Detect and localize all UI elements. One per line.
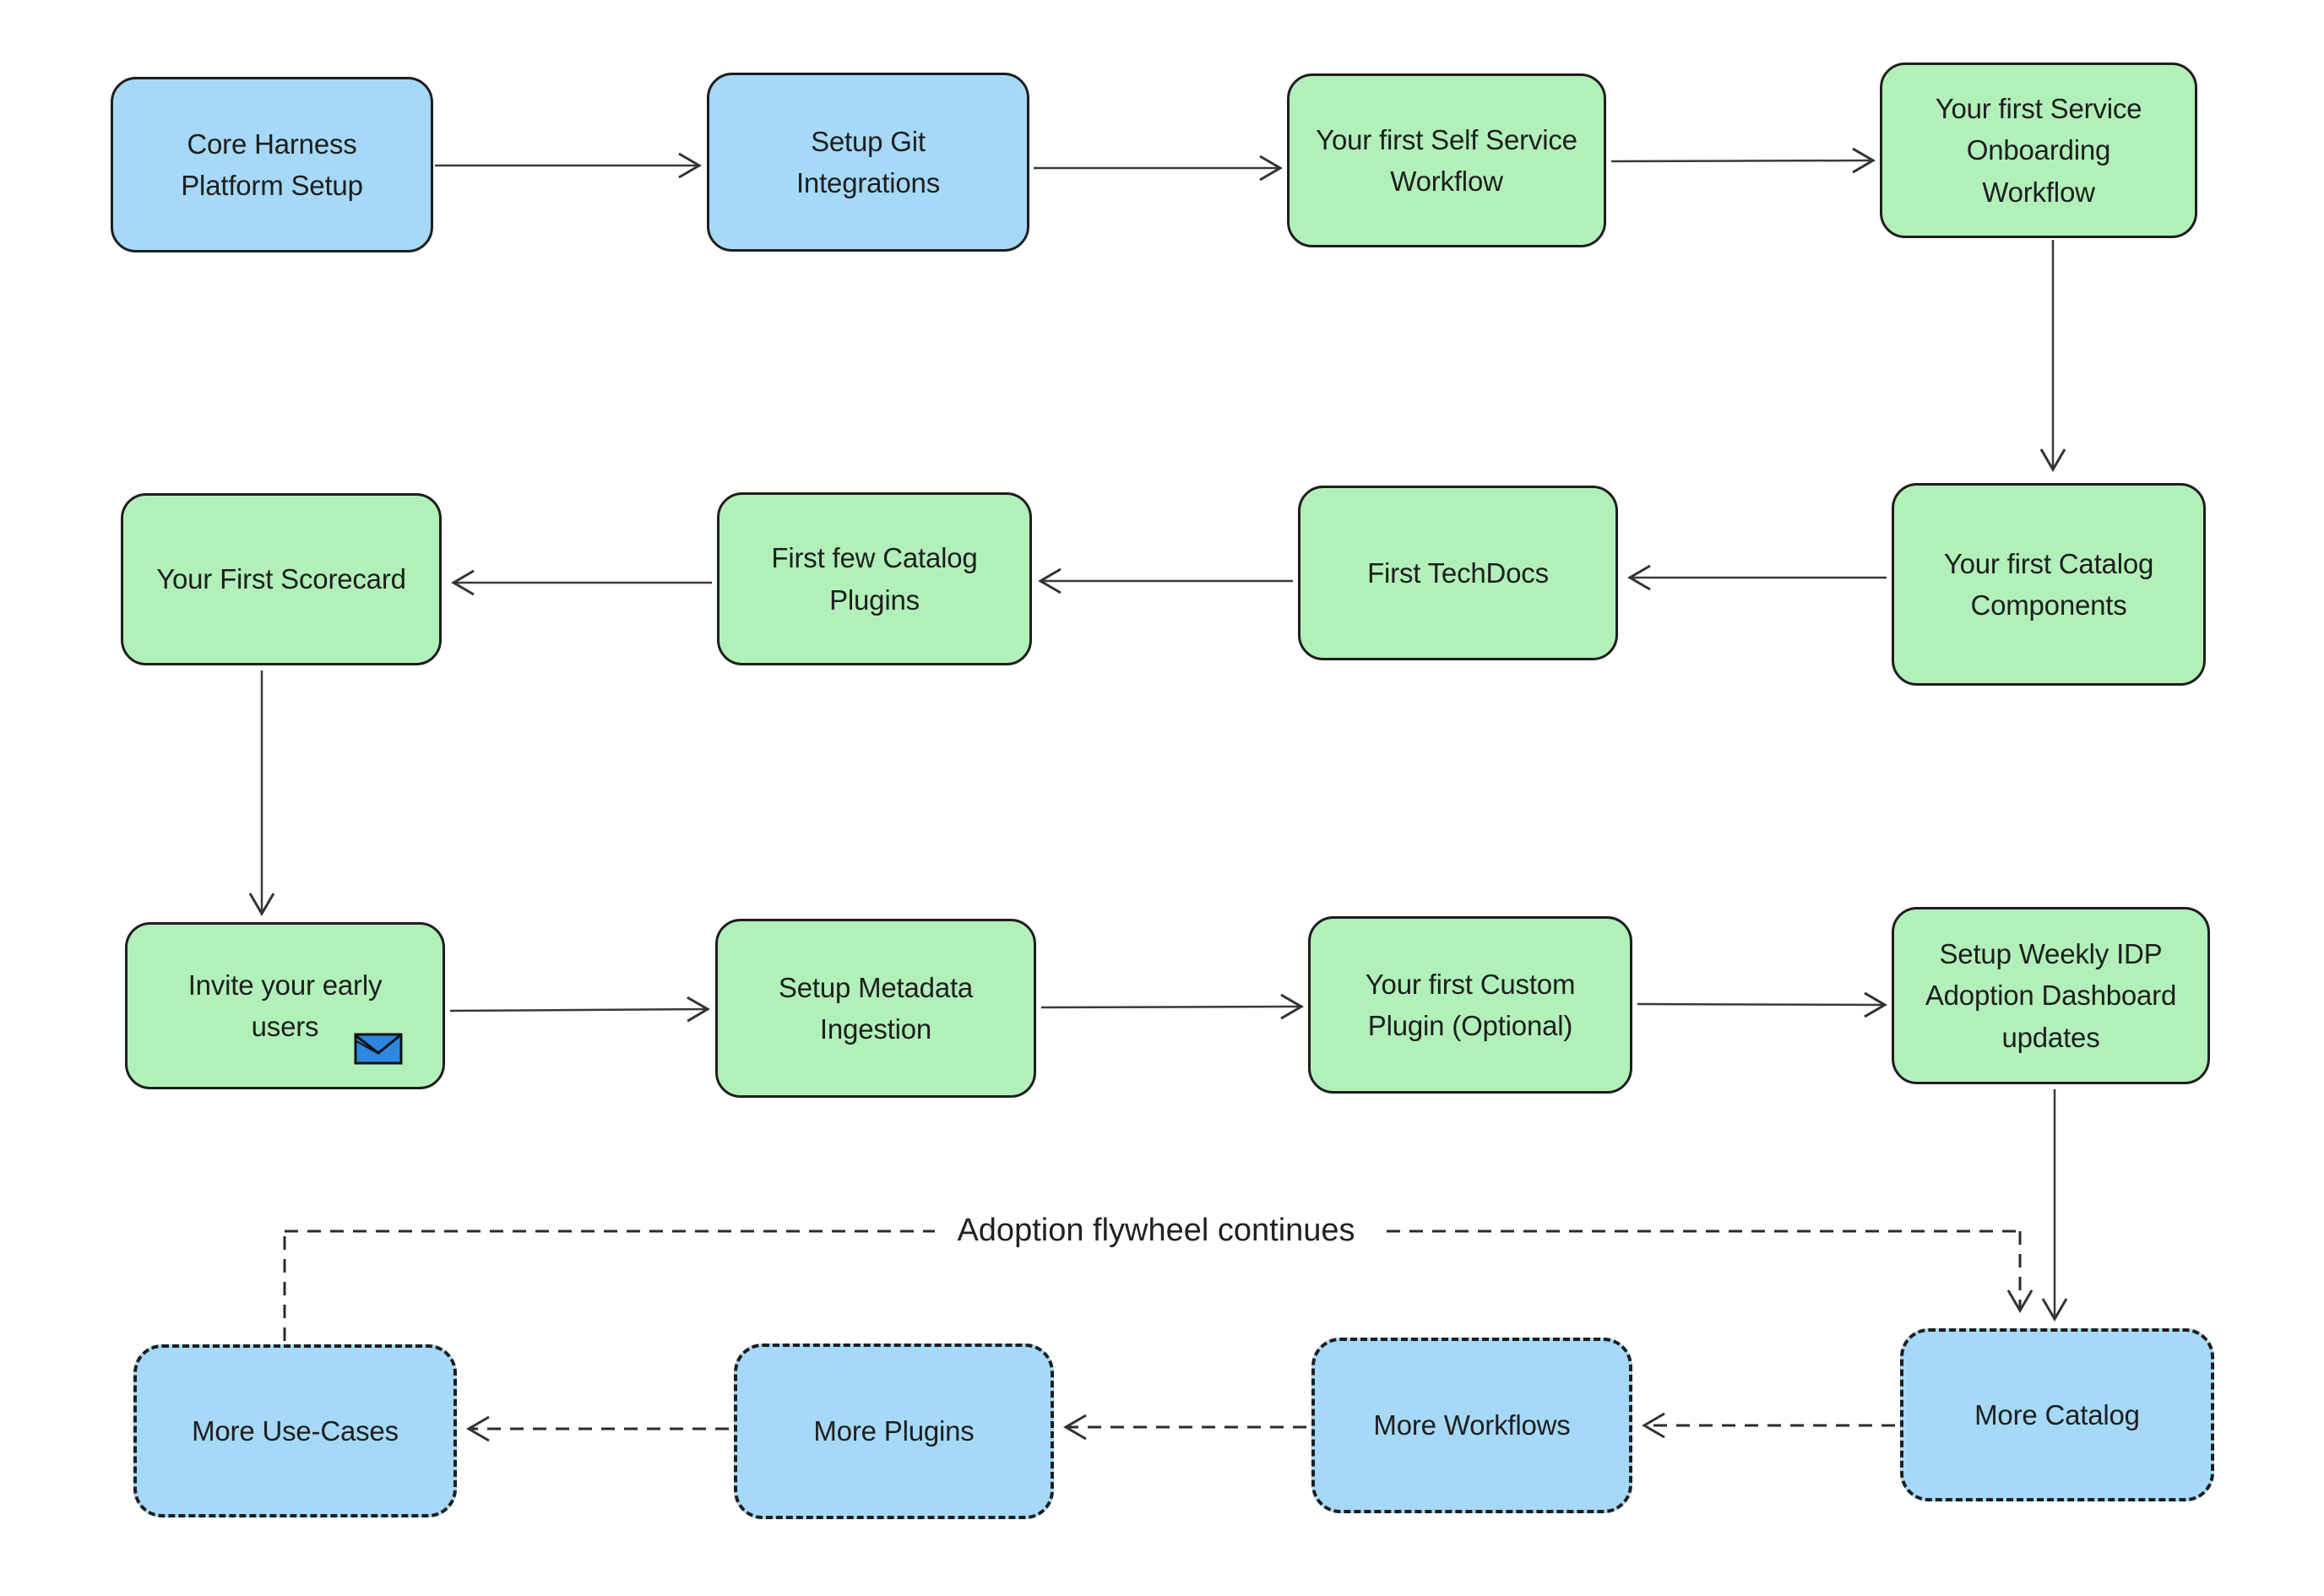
node-label: More Workflows bbox=[1373, 1409, 1571, 1441]
node-more-workflows: More Workflows bbox=[1311, 1338, 1632, 1513]
node-more-use-cases: More Use-Cases bbox=[133, 1344, 457, 1517]
node-more-catalog: More Catalog bbox=[1900, 1328, 2214, 1501]
flywheel-label: Adoption flywheel continues bbox=[935, 1209, 1377, 1251]
node-label: More Catalog bbox=[1974, 1398, 2140, 1430]
node-label: First TechDocs bbox=[1367, 556, 1549, 589]
arrow-invite-to-metadata bbox=[449, 996, 710, 1023]
node-label: More Use-Cases bbox=[192, 1414, 399, 1447]
node-your-first-scorecard: Your First Scorecard bbox=[121, 493, 442, 665]
arrow-selfservice-to-onboarding bbox=[1610, 147, 1876, 174]
node-more-plugins: More Plugins bbox=[734, 1344, 1054, 1519]
envelope-icon bbox=[354, 1033, 403, 1065]
node-label: Your First Scorecard bbox=[156, 563, 406, 595]
node-label: More Plugins bbox=[813, 1415, 975, 1447]
node-first-techdocs: First TechDocs bbox=[1298, 486, 1618, 660]
arrow-customplugin-to-weeklyidp bbox=[1637, 991, 1887, 1018]
